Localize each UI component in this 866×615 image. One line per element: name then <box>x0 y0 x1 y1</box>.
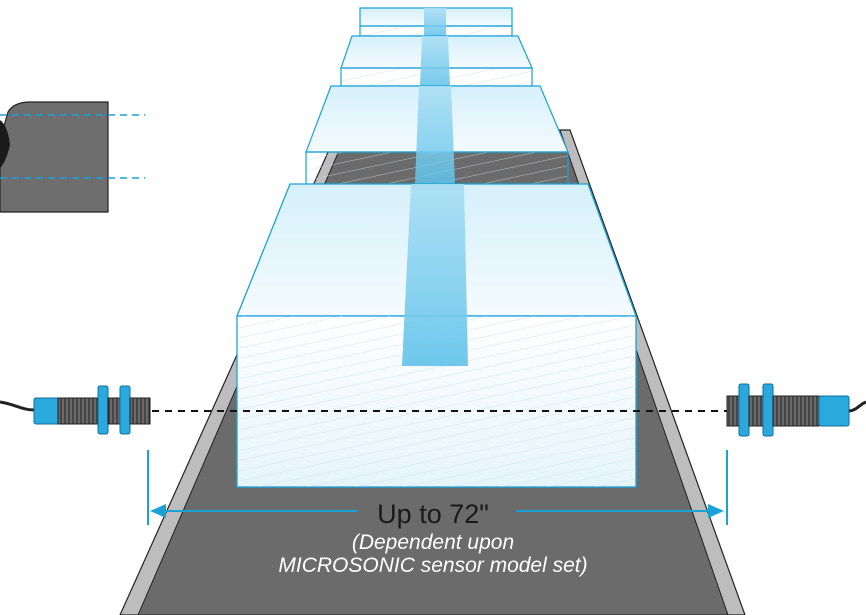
corner-detail <box>0 101 145 213</box>
left-sensor-cable <box>0 400 35 412</box>
box-2 <box>305 85 569 185</box>
box-near <box>236 183 637 488</box>
left-sensor <box>0 385 151 435</box>
dependency-note-line2: MICROSONIC sensor model set) <box>278 554 588 577</box>
dependency-note-line1: (Dependent upon <box>351 531 515 554</box>
right-sensor <box>726 383 866 437</box>
right-sensor-cable <box>848 400 866 413</box>
dimension-indicator <box>147 450 728 525</box>
distance-label: Up to 72" <box>377 499 489 529</box>
sensor-bracket-detail-icon <box>0 101 109 213</box>
arrow-right-icon <box>708 504 724 518</box>
box-far <box>359 7 513 37</box>
left-sensor-body-icon <box>33 397 61 425</box>
right-sensor-body-icon <box>818 395 850 427</box>
arrow-left-icon <box>150 504 166 518</box>
box-3 <box>340 35 533 87</box>
